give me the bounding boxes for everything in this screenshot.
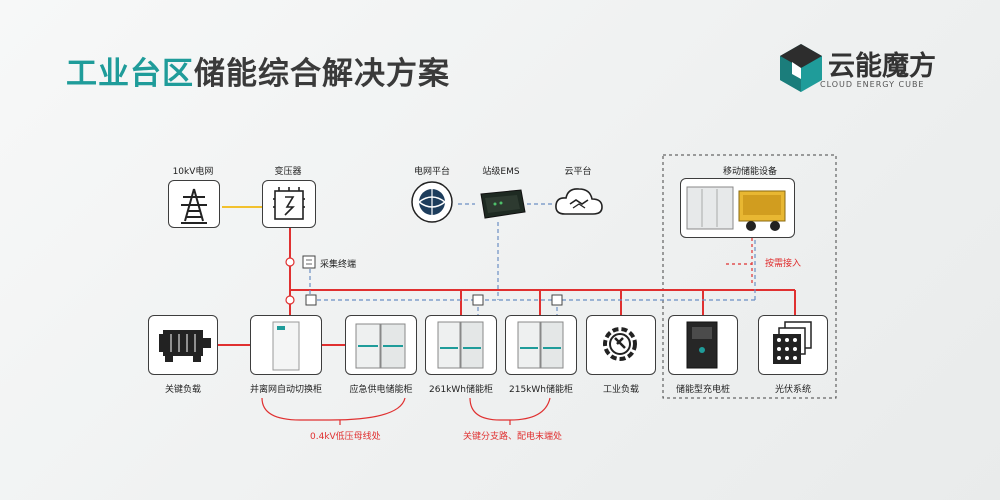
charging-pile-node xyxy=(668,315,738,375)
gear-wrench-icon xyxy=(603,327,637,361)
cube-logo-icon xyxy=(780,44,822,92)
transformer-label: 变压器 xyxy=(274,167,302,177)
cabinet-215-node xyxy=(505,315,577,375)
transformer-icon xyxy=(273,187,305,220)
title-rest: 储能综合解决方案 xyxy=(194,56,450,92)
switch-cabinet-icon xyxy=(272,321,300,371)
logo-name-en: CLOUD ENERGY CUBE xyxy=(820,80,925,89)
cabinet-215-label: 215kWh储能柜 xyxy=(509,385,573,395)
emergency-cabinet-node xyxy=(345,315,417,375)
ems-device-icon xyxy=(480,189,526,219)
state-grid-icon xyxy=(411,181,453,223)
pv-system-node xyxy=(758,315,828,375)
cloud-platform-label: 云平台 xyxy=(564,167,592,177)
transmission-tower-icon xyxy=(181,188,207,224)
cabinet-261-label: 261kWh储能柜 xyxy=(429,385,493,395)
cabinet-261-node xyxy=(425,315,497,375)
collector-icon xyxy=(302,255,316,269)
grid-10kv-label: 10kV电网 xyxy=(172,167,214,177)
station-ems-label: 站级EMS xyxy=(482,167,520,177)
mobile-storage-icon xyxy=(686,186,786,231)
grid-platform-label: 电网平台 xyxy=(413,167,451,177)
pv-system-label: 光伏系统 xyxy=(774,385,812,395)
industrial-load-label: 工业负载 xyxy=(602,385,640,395)
switch-cabinet-label: 并离网自动切换柜 xyxy=(249,385,323,395)
mobile-storage-node xyxy=(680,178,795,238)
solar-panel-icon xyxy=(773,321,812,364)
industrial-load-node xyxy=(586,315,656,375)
emergency-cabinet-label: 应急供电储能柜 xyxy=(349,385,413,395)
critical-load-node xyxy=(148,315,218,375)
page-title: 工业台区储能综合解决方案 xyxy=(66,48,450,93)
branch-annotation: 关键分支路、配电末端处 xyxy=(463,432,563,442)
mobile-storage-title: 移动储能设备 xyxy=(722,167,778,177)
storage-cabinet-261-icon xyxy=(437,321,484,369)
logo-name-cn: 云能魔方 xyxy=(828,51,936,82)
critical-load-label: 关键负载 xyxy=(164,385,202,395)
switch-cabinet-node xyxy=(250,315,322,375)
title-highlight: 工业台区 xyxy=(66,56,194,92)
charging-pile-label: 储能型充电桩 xyxy=(675,385,731,395)
connect-on-demand-label: 按需接入 xyxy=(765,259,802,269)
bus-annotation: 0.4kV低压母线处 xyxy=(310,432,381,442)
grid-10kv-node xyxy=(168,180,220,228)
transformer-node xyxy=(262,180,316,228)
storage-cabinet-215-icon xyxy=(517,321,564,369)
cloud-handshake-icon xyxy=(555,188,603,215)
mobile-storage-frame xyxy=(662,154,837,399)
emergency-cabinet-icon xyxy=(355,323,406,369)
collector-label: 采集终端 xyxy=(320,260,357,270)
charging-pile-icon xyxy=(686,321,718,369)
motor-icon xyxy=(159,330,211,362)
